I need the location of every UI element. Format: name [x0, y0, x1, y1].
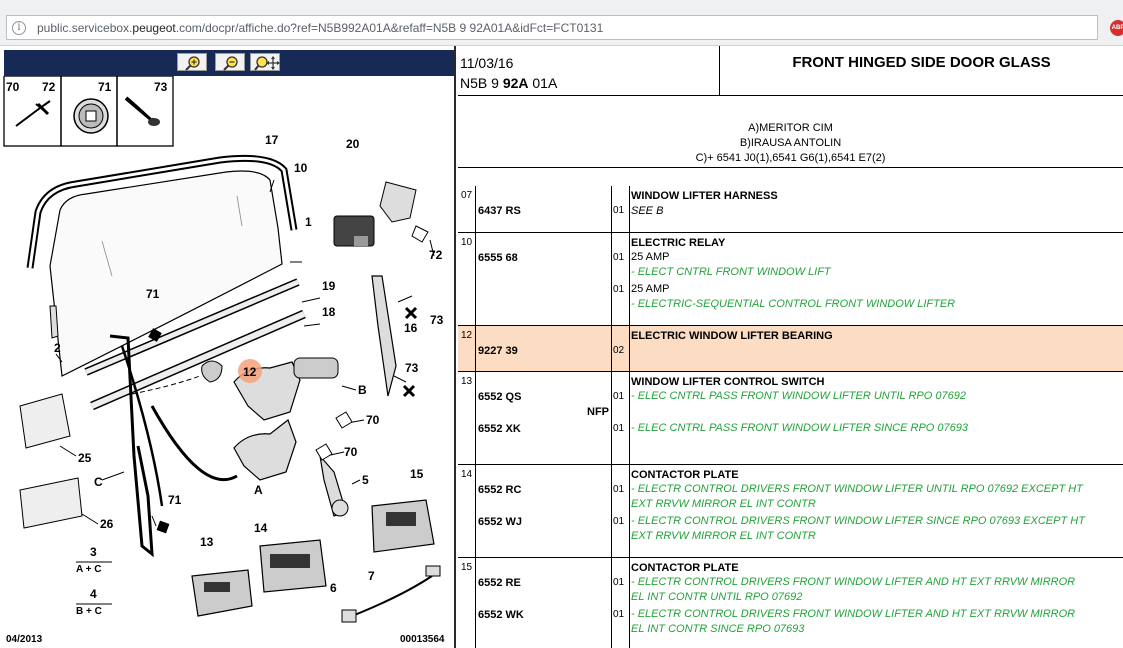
svg-text:16: 16 [404, 321, 418, 335]
svg-text:26: 26 [100, 517, 114, 531]
svg-text:A + C: A + C [76, 564, 101, 575]
table-header: 11/03/16 N5B 9 92A 01A FRONT HINGED SIDE… [458, 46, 1123, 96]
svg-text:70: 70 [366, 413, 380, 427]
header-date: 11/03/16 [460, 55, 514, 71]
fastener-boxes [3, 76, 174, 147]
zoom-in-icon [185, 56, 200, 71]
zoom-out-icon [223, 56, 238, 71]
label-72: 72 [42, 80, 56, 94]
svg-text:5: 5 [362, 473, 369, 487]
svg-text:7: 7 [368, 569, 375, 583]
seals [84, 278, 306, 411]
svg-text:10: 10 [294, 161, 308, 175]
window-regulator [109, 275, 397, 558]
zoom-pan-icon [254, 56, 280, 71]
switches [191, 499, 435, 617]
svg-text:2: 2 [54, 341, 61, 355]
svg-text:73: 73 [405, 361, 419, 375]
svg-text:B: B [358, 383, 367, 397]
labels-cards [19, 393, 83, 529]
svg-text:18: 18 [322, 305, 336, 319]
table-row[interactable]: 15 6552 RE 6552 WK 01 01 CONTACTOR PLATE… [458, 558, 1123, 648]
item-number: 07 [458, 186, 476, 232]
svg-text:14: 14 [254, 521, 268, 535]
label-73: 73 [154, 80, 168, 94]
browser-toolbar: i public.servicebox.peugeot.com/docpr/af… [0, 0, 1123, 46]
svg-text:13: 13 [200, 535, 214, 549]
diagram-toolbar [4, 50, 454, 76]
label-71: 71 [98, 80, 112, 94]
part-reference[interactable]: 6437 RS [478, 205, 521, 217]
svg-text:1: 1 [305, 215, 312, 229]
harness [341, 565, 441, 623]
svg-text:B + C: B + C [76, 606, 102, 617]
address-bar[interactable]: i public.servicebox.peugeot.com/docpr/af… [6, 15, 1098, 40]
figure-number: 00013564 [400, 634, 445, 645]
svg-text:12: 12 [243, 365, 257, 379]
svg-text:70: 70 [344, 445, 358, 459]
zoom-out-button[interactable] [215, 53, 245, 71]
svg-text:71: 71 [168, 493, 182, 507]
zoom-pan-button[interactable] [250, 53, 280, 71]
callout-lines [55, 179, 435, 527]
url-text[interactable]: public.servicebox.peugeot.com/docpr/affi… [37, 21, 604, 35]
svg-text:25: 25 [78, 451, 92, 465]
door-glass-frame [26, 154, 298, 377]
callout-circle [238, 359, 262, 383]
crank-handle [319, 454, 349, 517]
header-reference: N5B 9 92A 01A [460, 75, 558, 91]
exploded-parts-diagram: 70 72 71 73 17 20 10 1 72 19 71 18 73 2 … [3, 76, 445, 645]
part-reference[interactable]: 6552 QS [478, 391, 522, 403]
svg-text:A: A [254, 483, 263, 497]
svg-text:4: 4 [90, 587, 97, 601]
description-cell: WINDOW LIFTER HARNESS SEE B [631, 190, 778, 217]
label-70: 70 [6, 80, 20, 94]
table-row[interactable]: 13 6552 QS NFP 6552 XK 01 01 WINDOW LIFT… [458, 372, 1123, 465]
info-icon[interactable]: i [12, 21, 26, 35]
part-reference[interactable]: 6552 RE [478, 577, 521, 589]
svg-text:19: 19 [322, 279, 336, 293]
part-reference[interactable]: 6552 WK [478, 609, 524, 621]
part-reference[interactable]: 6555 68 [478, 252, 518, 264]
svg-text:73: 73 [430, 313, 444, 327]
adblock-icon[interactable]: ABP [1110, 20, 1123, 36]
nfp-badge: NFP [587, 406, 609, 418]
svg-text:6: 6 [330, 581, 337, 595]
svg-text:20: 20 [346, 137, 360, 151]
part-reference[interactable]: 6552 RC [478, 484, 522, 496]
svg-text:72: 72 [429, 248, 443, 262]
svg-text:71: 71 [146, 287, 160, 301]
diagram-date: 04/2013 [6, 634, 43, 645]
header-info: 11/03/16 N5B 9 92A 01A [458, 46, 720, 96]
page-title: FRONT HINGED SIDE DOOR GLASS [792, 54, 1051, 71]
table-row[interactable]: 14 6552 RC 6552 WJ 01 01 CONTACTOR PLATE… [458, 465, 1123, 558]
table-row[interactable]: 10 6555 68 01 01 ELECTRIC RELAY 25 AMP -… [458, 233, 1123, 326]
part-reference[interactable]: 6552 XK [478, 423, 521, 435]
diagram-panel: 70 72 71 73 17 20 10 1 72 19 71 18 73 2 … [0, 46, 456, 648]
zoom-in-button[interactable] [177, 53, 207, 71]
part-reference[interactable]: 9227 39 [478, 345, 518, 357]
parts-table-panel: 11/03/16 N5B 9 92A 01A FRONT HINGED SIDE… [458, 46, 1123, 648]
table-row-selected[interactable]: 12 9227 39 02 ELECTRIC WINDOW LIFTER BEA… [458, 326, 1123, 372]
table-row[interactable]: 07 6437 RS 01 WINDOW LIFTER HARNESS SEE … [458, 186, 1123, 233]
reference-cell: 6437 RS [476, 186, 612, 232]
supplier-notes: A)MERITOR CIM B)IRAUSA ANTOLIN C)+ 6541 … [458, 96, 1123, 168]
relay-and-module [333, 181, 429, 247]
svg-text:17: 17 [265, 133, 279, 147]
part-reference[interactable]: 6552 WJ [478, 516, 523, 528]
svg-text:3: 3 [90, 545, 97, 559]
svg-text:15: 15 [410, 467, 424, 481]
svg-text:C: C [94, 475, 103, 489]
